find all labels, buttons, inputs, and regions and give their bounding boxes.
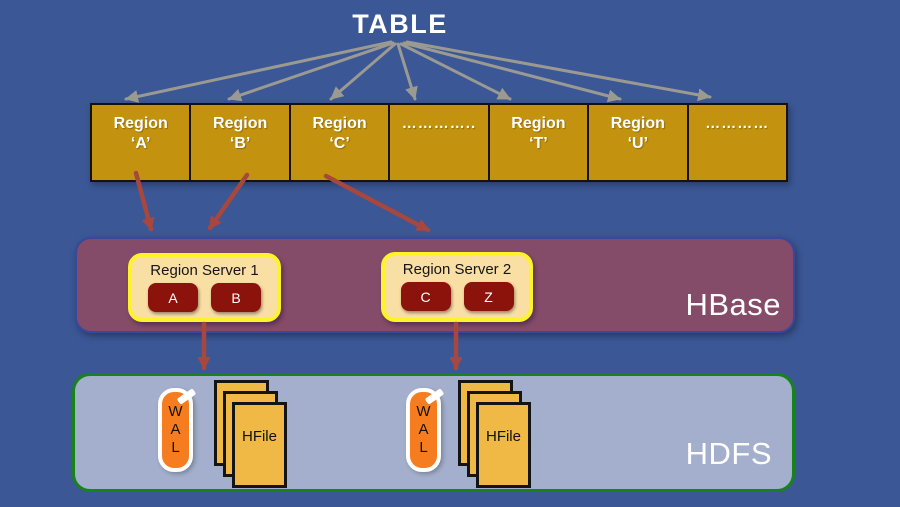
region-server-2-chips: C Z <box>385 282 529 311</box>
region-cell-key: ‘C’ <box>329 135 350 152</box>
wal-letter: L <box>171 439 180 456</box>
table-to-region-b-arrow <box>227 41 395 102</box>
wal-cylinder-1: W A L <box>158 388 193 472</box>
region-c-to-server2-arrow <box>323 173 431 233</box>
table-to-region-t-arrow <box>399 42 512 101</box>
region-cell-b: Region ‘B’ <box>191 105 291 180</box>
region-server-1-title: Region Server 1 <box>150 262 259 279</box>
table-to-region-a-arrow <box>124 40 393 103</box>
hbase-band: Region Server 1 A B Region Server 2 C Z … <box>75 237 795 333</box>
hfile-page-front: HFile <box>476 402 531 488</box>
region-server-2: Region Server 2 C Z <box>381 252 533 322</box>
region-cell-key: ‘T’ <box>529 135 548 152</box>
region-cell-key: ‘A’ <box>130 135 151 152</box>
ellipsis-label: ………….. <box>401 115 477 132</box>
wal-letter: A <box>170 421 181 438</box>
hfile-stack-1: HFile <box>214 380 288 490</box>
region-b-to-server1-arrow <box>207 172 250 231</box>
wal-letter: A <box>418 421 429 438</box>
region-server-2-title: Region Server 2 <box>402 261 512 278</box>
region-cell-label: Region <box>511 115 566 132</box>
region-cell-ellipsis-1: ………….. <box>390 105 490 180</box>
table-to-region-u-arrow <box>402 41 622 103</box>
hdfs-band: W A L HFile W A L HFile HDFS <box>72 373 795 492</box>
region-cell-t: Region ‘T’ <box>489 105 590 180</box>
region-chip-b: B <box>211 283 261 312</box>
region-row: Region ‘A’ Region ‘B’ Region ‘C’ ………….. … <box>90 103 788 182</box>
region-cell-label: Region <box>213 115 268 132</box>
region-cell-key: ‘U’ <box>627 135 649 152</box>
region-cell-label: Region <box>113 115 168 132</box>
hfile-label: HFile <box>485 427 521 445</box>
wal-letter: L <box>419 439 428 456</box>
ellipsis-label: ………… <box>705 115 770 132</box>
wal-letter: W <box>168 403 183 420</box>
region-server-1-chips: A B <box>132 283 277 312</box>
region-chip-a: A <box>148 283 198 312</box>
region-cell-a: Region ‘A’ <box>92 105 192 180</box>
hfile-label: HFile <box>241 427 277 445</box>
wal-letter: W <box>416 403 431 420</box>
region-chip-z: Z <box>463 282 514 311</box>
region-cell-label: Region <box>610 115 665 132</box>
region-cell-ellipsis-2: ………… <box>688 105 786 180</box>
region-server-1: Region Server 1 A B <box>128 253 281 322</box>
hfile-page-front: HFile <box>232 402 287 488</box>
hfile-stack-2: HFile <box>458 380 532 490</box>
table-to-region-4-arrow <box>396 42 418 101</box>
hdfs-label: HDFS <box>685 436 772 471</box>
region-cell-c: Region ‘C’ <box>290 105 391 180</box>
region-chip-c: C <box>400 282 451 311</box>
table-to-region-7-arrow <box>405 40 712 102</box>
table-to-region-c-arrow <box>329 42 397 101</box>
wal-cylinder-2: W A L <box>406 388 441 472</box>
region-cell-u: Region ‘U’ <box>589 105 689 180</box>
hbase-label: HBase <box>685 287 781 322</box>
table-title: TABLE <box>352 9 448 39</box>
region-cell-key: ‘B’ <box>229 135 251 152</box>
region-cell-label: Region <box>312 115 367 132</box>
